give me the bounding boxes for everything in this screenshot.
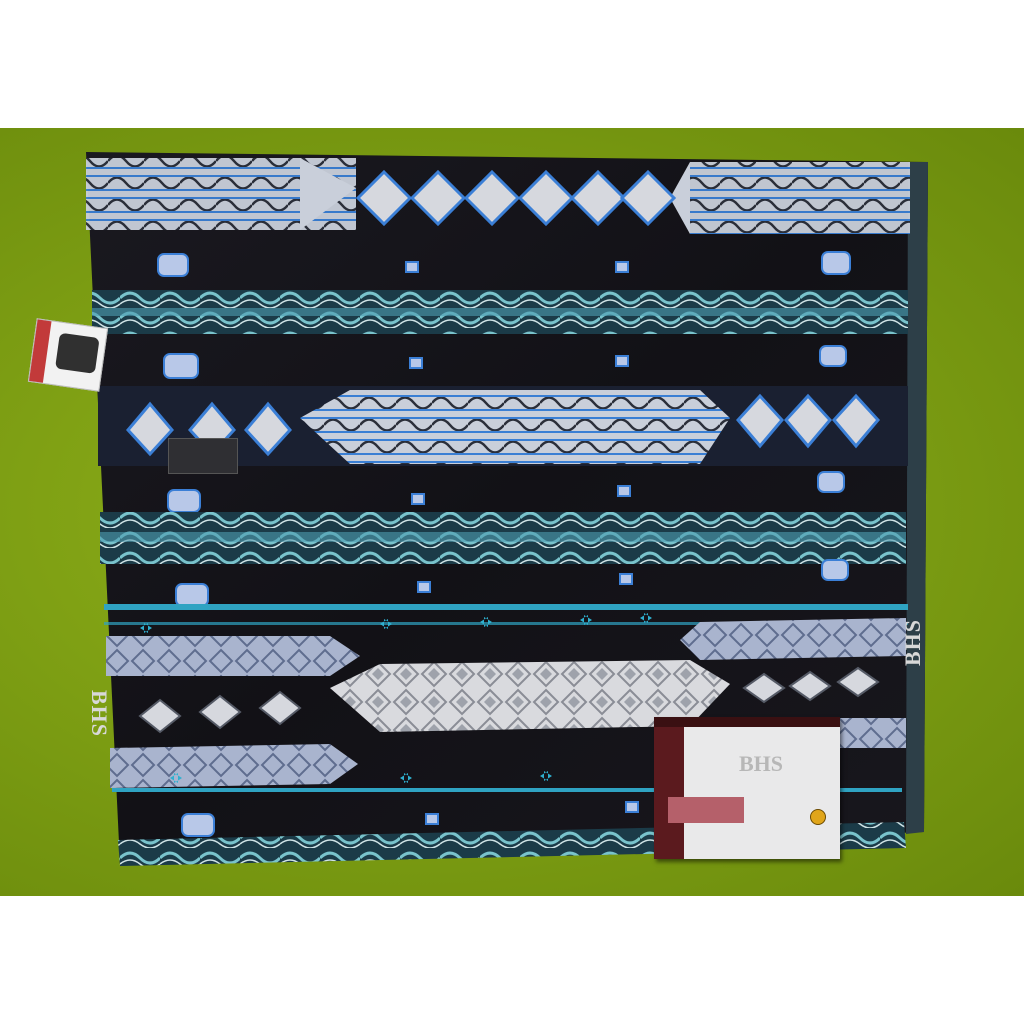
hang-tag [27,318,109,392]
product-photo: BHS BHS BHS [0,128,1024,896]
box-seal-icon [810,809,826,825]
hang-tag-logo [55,332,100,374]
sarong-cloth [86,152,928,866]
box-brand-logo: BHS [738,751,784,776]
box-side [654,717,684,859]
box-top-edge [654,717,840,727]
cloth-stamp-left: BHS [87,690,112,738]
product-box: BHS [654,717,840,859]
cloth-stamp-right: BHS [900,618,925,666]
box-band [668,797,744,823]
sewn-label [168,438,238,474]
